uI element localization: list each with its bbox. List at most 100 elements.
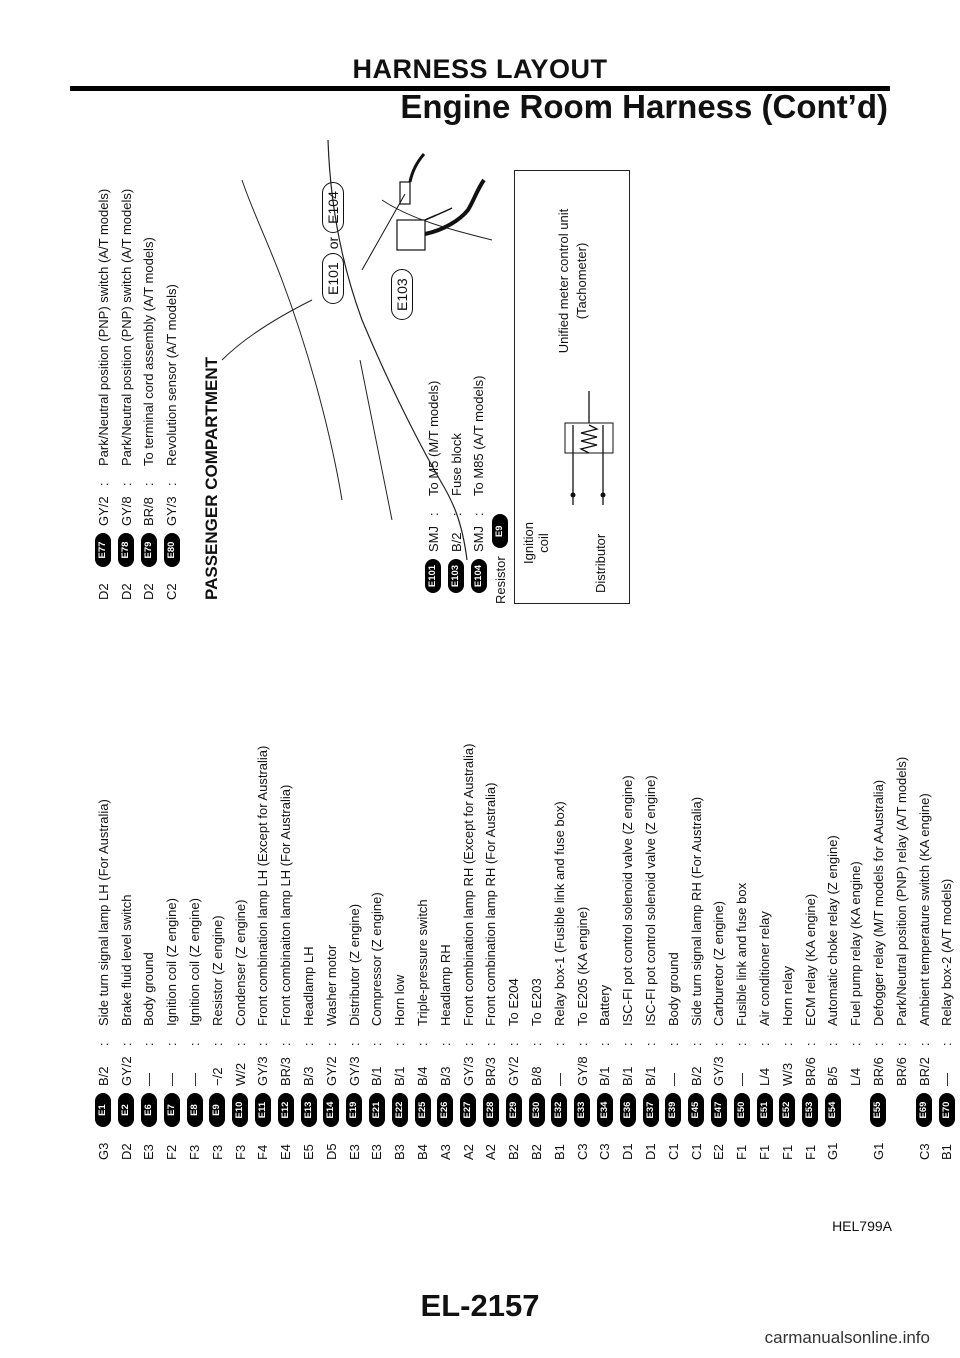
connector-badge-cell: E77 [95,526,112,574]
connector-badge: E54 [824,1093,841,1127]
connector-badge-cell: E53 [802,1086,819,1134]
grid-ref: F2 [164,1144,180,1160]
connector-badge-cell: E25 [414,1086,431,1134]
connector-badge: E29 [505,1093,522,1127]
grid-ref: B2 [529,1144,545,1160]
grid-ref: F1 [779,1144,795,1160]
separator: : [825,1042,841,1046]
connector-badge-cell: E39 [665,1086,682,1134]
connector-badge: E69 [916,1093,933,1127]
connector-badge: E1 [95,1093,112,1127]
connector-badge: E104 [470,558,487,594]
wire-code: BR/3 [483,1057,499,1086]
connector-description: Defogger relay (M/T models for AAustrali… [870,779,886,1026]
connector-badge: E2 [118,1093,135,1127]
connector-badge: E28 [482,1093,499,1127]
meter-unit-label: Unified meter control unit (Tachometer) [556,208,589,354]
wire-code: BR/8 [141,497,157,526]
connector-description: Condenser (Z engine) [232,899,248,1026]
wire-code: B/2 [95,1066,111,1086]
separator: : [141,482,157,486]
connector-badge-cell: E79 [140,526,157,574]
connector-badge-cell: E30 [528,1086,545,1134]
grid-ref: A2 [460,1144,476,1160]
grid-ref: B3 [392,1144,408,1160]
connector-badge: E30 [528,1093,545,1127]
wire-code: B/1 [643,1066,659,1086]
connector-description: Automatic choke relay (Z engine) [825,835,841,1026]
connector-badge-cell: E19 [346,1086,363,1134]
wire-code: W/3 [779,1062,795,1086]
connector-badge-cell: E6 [140,1086,157,1134]
connector-badge: E79 [140,533,157,567]
connector-badge: E14 [323,1093,340,1127]
wire-code: — [734,1073,750,1086]
callout-e103-group: E103 [391,269,413,320]
connector-description: To E205 (KA engine) [574,906,590,1026]
grid-ref: C3 [574,1143,590,1160]
separator: : [711,1042,727,1046]
connector-row: BR/6:Park/Neutral position (PNP) relay (… [890,744,913,1161]
grid-ref: D5 [323,1143,339,1160]
grid-ref: D2 [95,583,111,600]
connector-description: Air conditioner relay [757,911,772,1026]
wire-code: GY/2 [118,1056,134,1086]
connector-description: Headlamp RH [437,944,453,1026]
separator: : [460,1042,476,1046]
connector-description: Battery [597,984,613,1026]
connector-badge-cell: E26 [437,1086,454,1134]
grid-ref: B2 [506,1144,522,1160]
wire-code: GY/3 [460,1056,476,1086]
grid-ref: E3 [141,1144,157,1160]
wire-code: L/4 [848,1067,864,1086]
separator: : [757,1042,772,1046]
separator: : [643,1042,659,1046]
separator: : [939,1042,955,1046]
connector-description: Compressor (Z engine) [369,892,385,1026]
separator: : [255,1042,271,1046]
connector-description: Side turn signal lamp RH (For Australia) [688,796,704,1026]
connector-badge: E13 [300,1093,317,1127]
connector-badge-cell: E80 [163,526,180,574]
wire-code: BR/6 [893,1057,909,1086]
connector-description: Front combination lamp RH (For Australia… [483,782,499,1026]
wire-code: B/3 [301,1066,317,1086]
wire-code: — [141,1073,157,1086]
connector-badge-cell: E9 [209,1086,226,1134]
wire-code: GY/2 [506,1056,522,1086]
connector-badge-cell: E14 [323,1086,340,1134]
grid-ref: E2 [711,1144,727,1160]
resistor-diagram-box: Ignition coil Distributor Unified meter … [514,170,630,604]
grid-ref: C3 [916,1143,932,1160]
callout-or: or [325,236,341,250]
separator: : [346,1042,362,1046]
connector-badge: E37 [642,1093,659,1127]
connector-description: Side turn signal lamp LH (For Australia) [95,799,111,1026]
wire-code: — [551,1073,567,1086]
grid-ref: F3 [209,1144,225,1160]
grid-ref: A3 [437,1144,453,1160]
connector-description: Headlamp LH [301,946,317,1027]
grid-ref: D2 [118,583,134,600]
connector-badge-cell: E36 [619,1086,636,1134]
connector-badge-cell: E54 [824,1086,841,1134]
connector-description: Body ground [665,952,681,1026]
grid-ref: F1 [757,1144,772,1160]
wire-code: BR/6 [802,1057,818,1086]
separator: : [506,1042,522,1046]
callout-e101: E101 [322,253,344,304]
connector-description: Triple-pressure switch [415,899,431,1026]
separator: : [164,482,180,486]
separator: : [323,1042,339,1046]
grid-ref: B1 [551,1144,567,1160]
connector-badge: E27 [460,1093,477,1127]
